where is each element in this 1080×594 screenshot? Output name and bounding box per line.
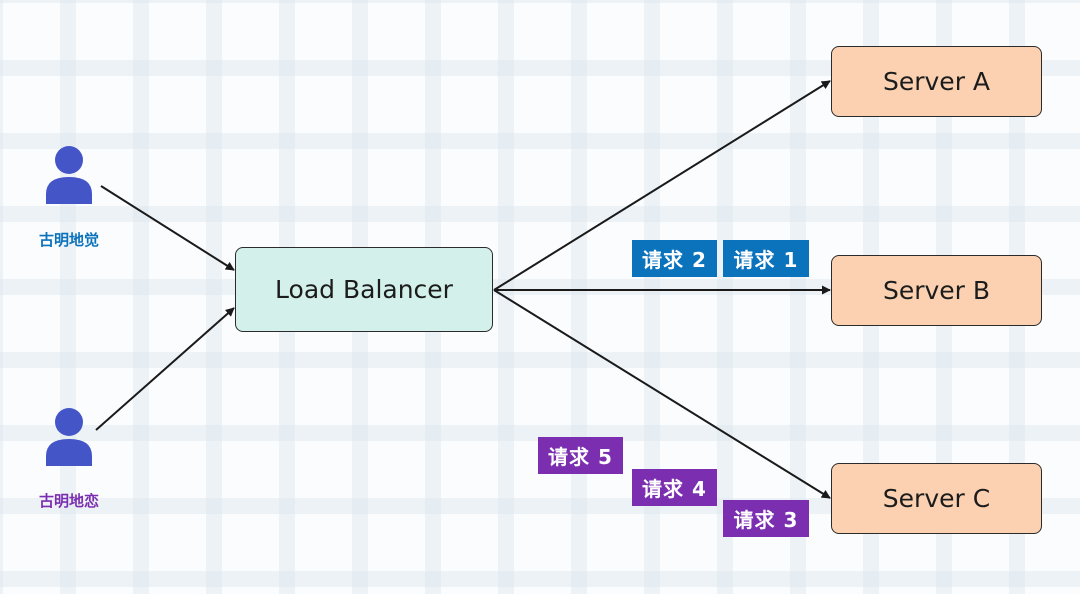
load-balancer-label: Load Balancer: [275, 275, 453, 304]
server-a-node: Server A: [831, 46, 1042, 117]
arrow-lb-to-server-c: [493, 289, 831, 499]
user-1-label: 古明地觉: [38, 231, 99, 249]
server-c-label: Server C: [882, 484, 991, 513]
server-a-label: Server A: [882, 67, 991, 96]
arrow-lb-to-server-a: [493, 80, 831, 291]
request-tag-3: 请求 3: [723, 500, 809, 537]
load-balancer-node: Load Balancer: [235, 247, 493, 332]
server-c-node: Server C: [831, 463, 1042, 534]
arrow-user1-to-lb: [100, 185, 235, 271]
request-tag-5: 请求 5: [538, 437, 623, 474]
server-b-node: Server B: [831, 255, 1042, 326]
request-tag-1: 请求 1: [723, 240, 809, 277]
user-2-icon: [46, 408, 92, 466]
arrow-user2-to-lb: [95, 307, 235, 431]
user-1-icon: [46, 146, 92, 204]
request-tag-4: 请求 4: [632, 469, 717, 506]
server-b-label: Server B: [882, 276, 991, 305]
user-2-label: 古明地恋: [38, 492, 99, 510]
request-tag-2: 请求 2: [632, 240, 717, 277]
